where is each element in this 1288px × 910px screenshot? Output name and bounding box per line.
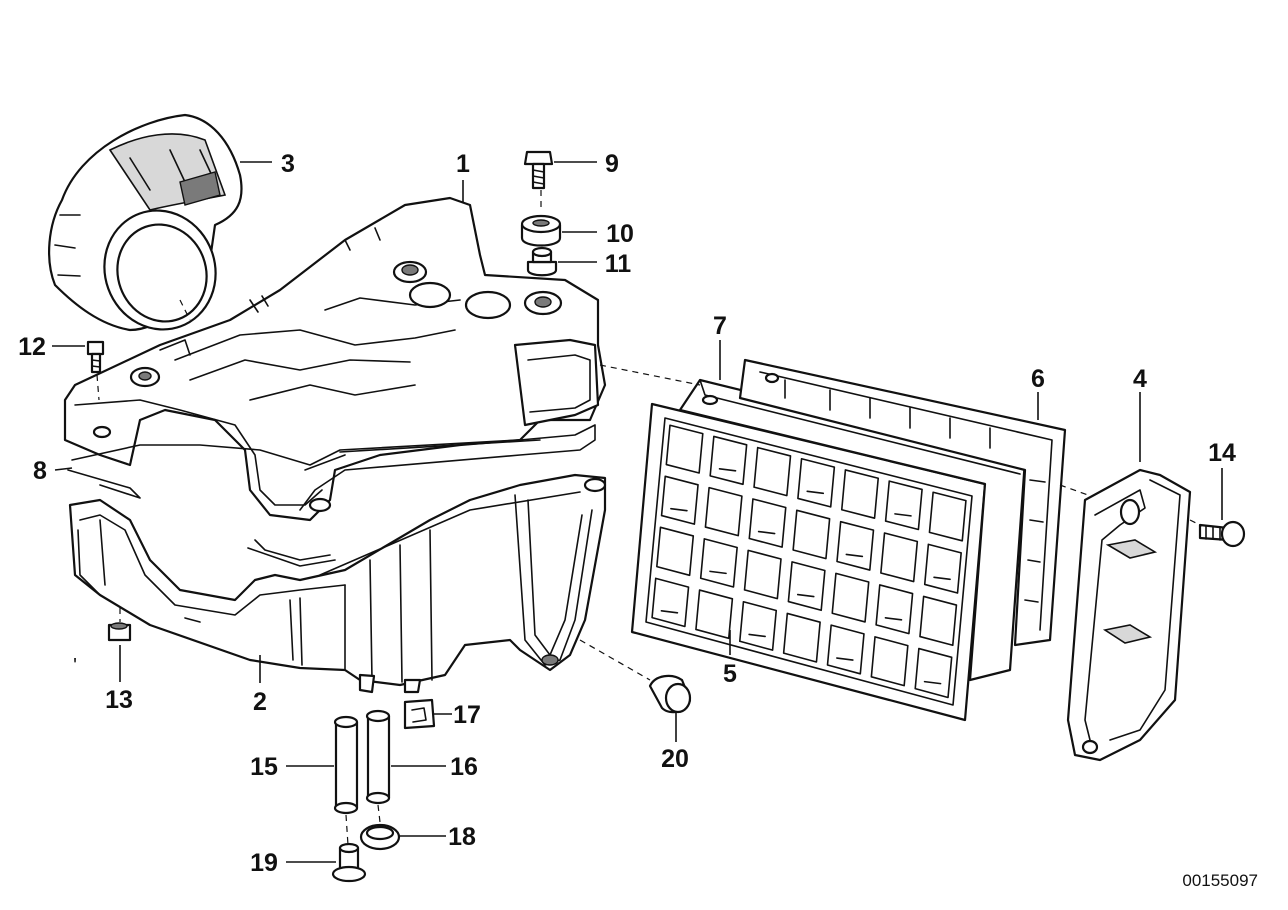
filter-grid-cell: [797, 457, 836, 508]
reference-number: 00155097: [1182, 871, 1258, 890]
filter-grid-cell: [919, 595, 958, 647]
filter-grid-cell: [748, 498, 787, 548]
filter-grid-cell: [695, 589, 734, 640]
filter-grid-cell: [704, 486, 743, 537]
filter-frame-part: [738, 358, 1067, 647]
assembly-dashed-lines: [96, 190, 1203, 846]
filter-grid-tab: [660, 610, 679, 614]
callout-4: 4: [1133, 365, 1147, 393]
filter-grid-cell: [787, 561, 826, 612]
filter-grid-tab: [709, 570, 727, 575]
filter-grid-tab: [836, 657, 854, 661]
grommet-10-part: [520, 214, 562, 247]
callout-9: 9: [605, 150, 619, 178]
callout-20: 20: [661, 745, 689, 773]
filter-grid-cell: [840, 469, 880, 520]
sleeve-11-part: [526, 246, 558, 277]
clip-17-part: [403, 698, 436, 730]
callout-11: 11: [605, 250, 632, 278]
filter-grid-cell: [665, 424, 704, 474]
leader-lines: [52, 161, 1223, 863]
filter-grid-tab: [718, 468, 737, 472]
side-cover-part: [1066, 468, 1192, 762]
filter-grid-cell: [923, 543, 962, 594]
filter-grid-cell: [660, 475, 699, 525]
cap-20-part: [648, 674, 692, 714]
hose-15-part: [333, 715, 359, 815]
callout-10: 10: [606, 220, 634, 248]
filter-grid-tab: [884, 617, 903, 621]
callout-12: 12: [18, 333, 46, 361]
callout-7: 7: [713, 312, 727, 340]
callout-18: 18: [448, 823, 476, 851]
filter-grid-part: [630, 402, 987, 722]
filter-grid-tab: [933, 576, 951, 581]
filter-grid-cell: [738, 600, 778, 651]
filter-grid-cell: [836, 520, 875, 571]
callout-13: 13: [105, 686, 133, 714]
callout-15: 15: [250, 753, 278, 781]
filter-grid-cell: [928, 491, 967, 542]
filter-grid-cell: [826, 624, 865, 675]
screw-12-part: [86, 340, 105, 374]
callout-3: 3: [281, 150, 295, 178]
stray-mark: ': [73, 655, 77, 677]
filter-grid-cell: [782, 612, 821, 663]
filter-grid-cell: [656, 526, 695, 577]
filter-grid-cell: [699, 538, 738, 588]
filter-grid-cell: [792, 509, 831, 560]
filter-grid-tab: [923, 680, 942, 685]
callout-labels: 1 2 3 4 5 6 7 8 9 10 11 12 13 14 15 16 1…: [18, 150, 1236, 877]
lower-housing-part: [68, 473, 607, 694]
gasket-part: [67, 424, 596, 567]
filter-grid-cell: [914, 647, 953, 699]
hose-16-part: [365, 709, 391, 805]
nut-13-part: [107, 622, 132, 642]
filter-grid-tab: [748, 633, 766, 638]
callout-2: 2: [253, 688, 267, 716]
callout-5: 5: [723, 660, 737, 688]
callout-8: 8: [33, 457, 47, 485]
filter-grid-cell: [753, 446, 792, 497]
filter-grid-cell: [870, 636, 909, 687]
upper-housing-part: [63, 196, 607, 522]
filter-grid-tab: [894, 513, 912, 517]
filter-grid-cell: [884, 480, 923, 531]
callout-19: 19: [250, 849, 278, 877]
filter-grid-cell: [709, 435, 748, 486]
callout-1: 1: [456, 150, 470, 178]
callout-17: 17: [453, 701, 481, 729]
filter-grid-cell: [651, 577, 690, 628]
filter-grid-cell: [880, 532, 919, 583]
bolt-14-part: [1198, 520, 1246, 548]
intake-duct-part: [48, 113, 243, 332]
callout-14: 14: [1208, 439, 1236, 467]
clamp-18-part: [359, 823, 401, 851]
filter-grid-cell: [743, 549, 782, 600]
filter-grid-cell: [875, 584, 914, 635]
filter-grid-tab: [806, 490, 825, 495]
plug-19-part: [331, 842, 367, 883]
filter-grid-tab: [796, 593, 815, 598]
callout-16: 16: [450, 753, 478, 781]
filter-grid-tab: [670, 507, 688, 512]
filter-grid-tab: [757, 530, 776, 535]
bolt-9-part: [523, 150, 554, 190]
callout-6: 6: [1031, 365, 1045, 393]
filter-grid-cell: [831, 572, 870, 623]
filter-grid-tab: [845, 553, 864, 558]
